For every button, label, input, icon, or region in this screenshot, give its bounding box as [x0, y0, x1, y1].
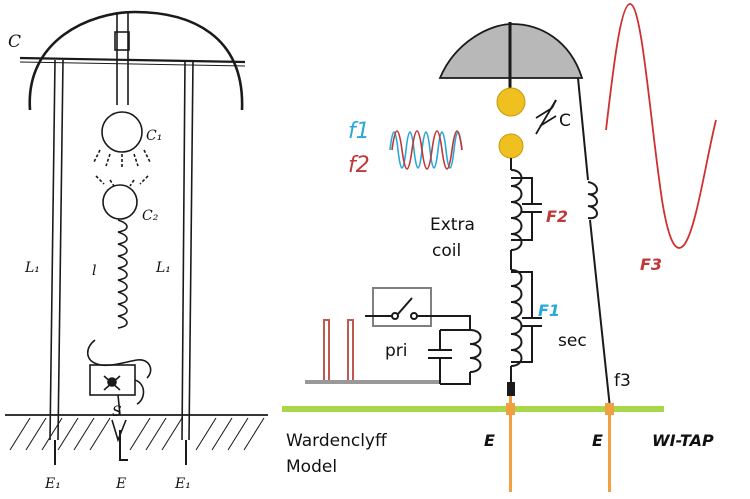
label-leg-left: L₁ [24, 260, 40, 276]
f1-capacitor [511, 271, 542, 363]
label-f3: f3 [614, 371, 631, 391]
central-mast [116, 12, 129, 105]
model-labels: f1 f2 C Extra coil F2 F1 sec pri F3 f3 E… [286, 111, 714, 477]
switch-box [372, 287, 432, 327]
frequency-waves [389, 130, 463, 170]
label-f1: f1 [348, 119, 370, 144]
secondary-coil [510, 269, 523, 367]
earth-wire-right [608, 408, 611, 492]
label-spark: S [112, 404, 122, 420]
top-crossbar [19, 56, 246, 64]
label-capacitor: C [559, 111, 571, 131]
ground-line [282, 406, 664, 412]
label-sphere-c1: C₁ [146, 128, 162, 144]
coil-l [117, 219, 128, 329]
model-diagram [282, 3, 717, 492]
label-earth-e-left: E [484, 431, 495, 450]
title-line-1: Wardenclyff [286, 431, 388, 451]
label-leg-right: L₁ [155, 260, 171, 276]
label-coil: l [92, 263, 96, 279]
label-top-cap: C [8, 32, 21, 52]
primary-circuit [428, 329, 482, 385]
label-earth-e-right: E [592, 431, 603, 450]
label-earth-center: E [115, 476, 126, 492]
f2-capacitor [511, 177, 542, 241]
switch-icon [365, 297, 471, 330]
f3-coil [587, 181, 598, 220]
top-cap-arc [28, 10, 244, 111]
leg-left [49, 59, 64, 441]
label-F1: F1 [538, 301, 560, 320]
sphere-bottom [498, 133, 524, 159]
title-line-2: Model [286, 457, 337, 477]
label-wi-tap: WI-TAP [652, 431, 714, 450]
label-coil: coil [432, 241, 461, 261]
sphere-top [496, 87, 526, 117]
label-f2: f2 [348, 153, 370, 178]
spark-gap-bars [305, 319, 440, 384]
sphere-c2 [102, 184, 138, 220]
label-sec: sec [558, 331, 587, 351]
label-extra: Extra [430, 215, 475, 235]
label-F3: F3 [640, 255, 662, 274]
sketch-diagram [5, 10, 268, 465]
earth-wire-left [509, 396, 512, 492]
leg-right [181, 59, 194, 441]
ground-hatching [9, 417, 265, 451]
label-earth-right: E₁ [174, 476, 191, 492]
sketch-labels: C C₁ C₂ l L₁ L₁ S E₁ E E₁ [8, 32, 191, 492]
variable-capacitor-icon [535, 99, 557, 135]
label-pri: pri [385, 341, 408, 361]
extra-coil-inductor [510, 169, 523, 251]
label-sphere-c2: C₂ [142, 208, 159, 224]
sphere-c1 [101, 111, 143, 153]
f3-sine-wave [605, 3, 717, 249]
label-earth-left: E₁ [44, 476, 61, 492]
label-F2: F2 [546, 207, 568, 226]
